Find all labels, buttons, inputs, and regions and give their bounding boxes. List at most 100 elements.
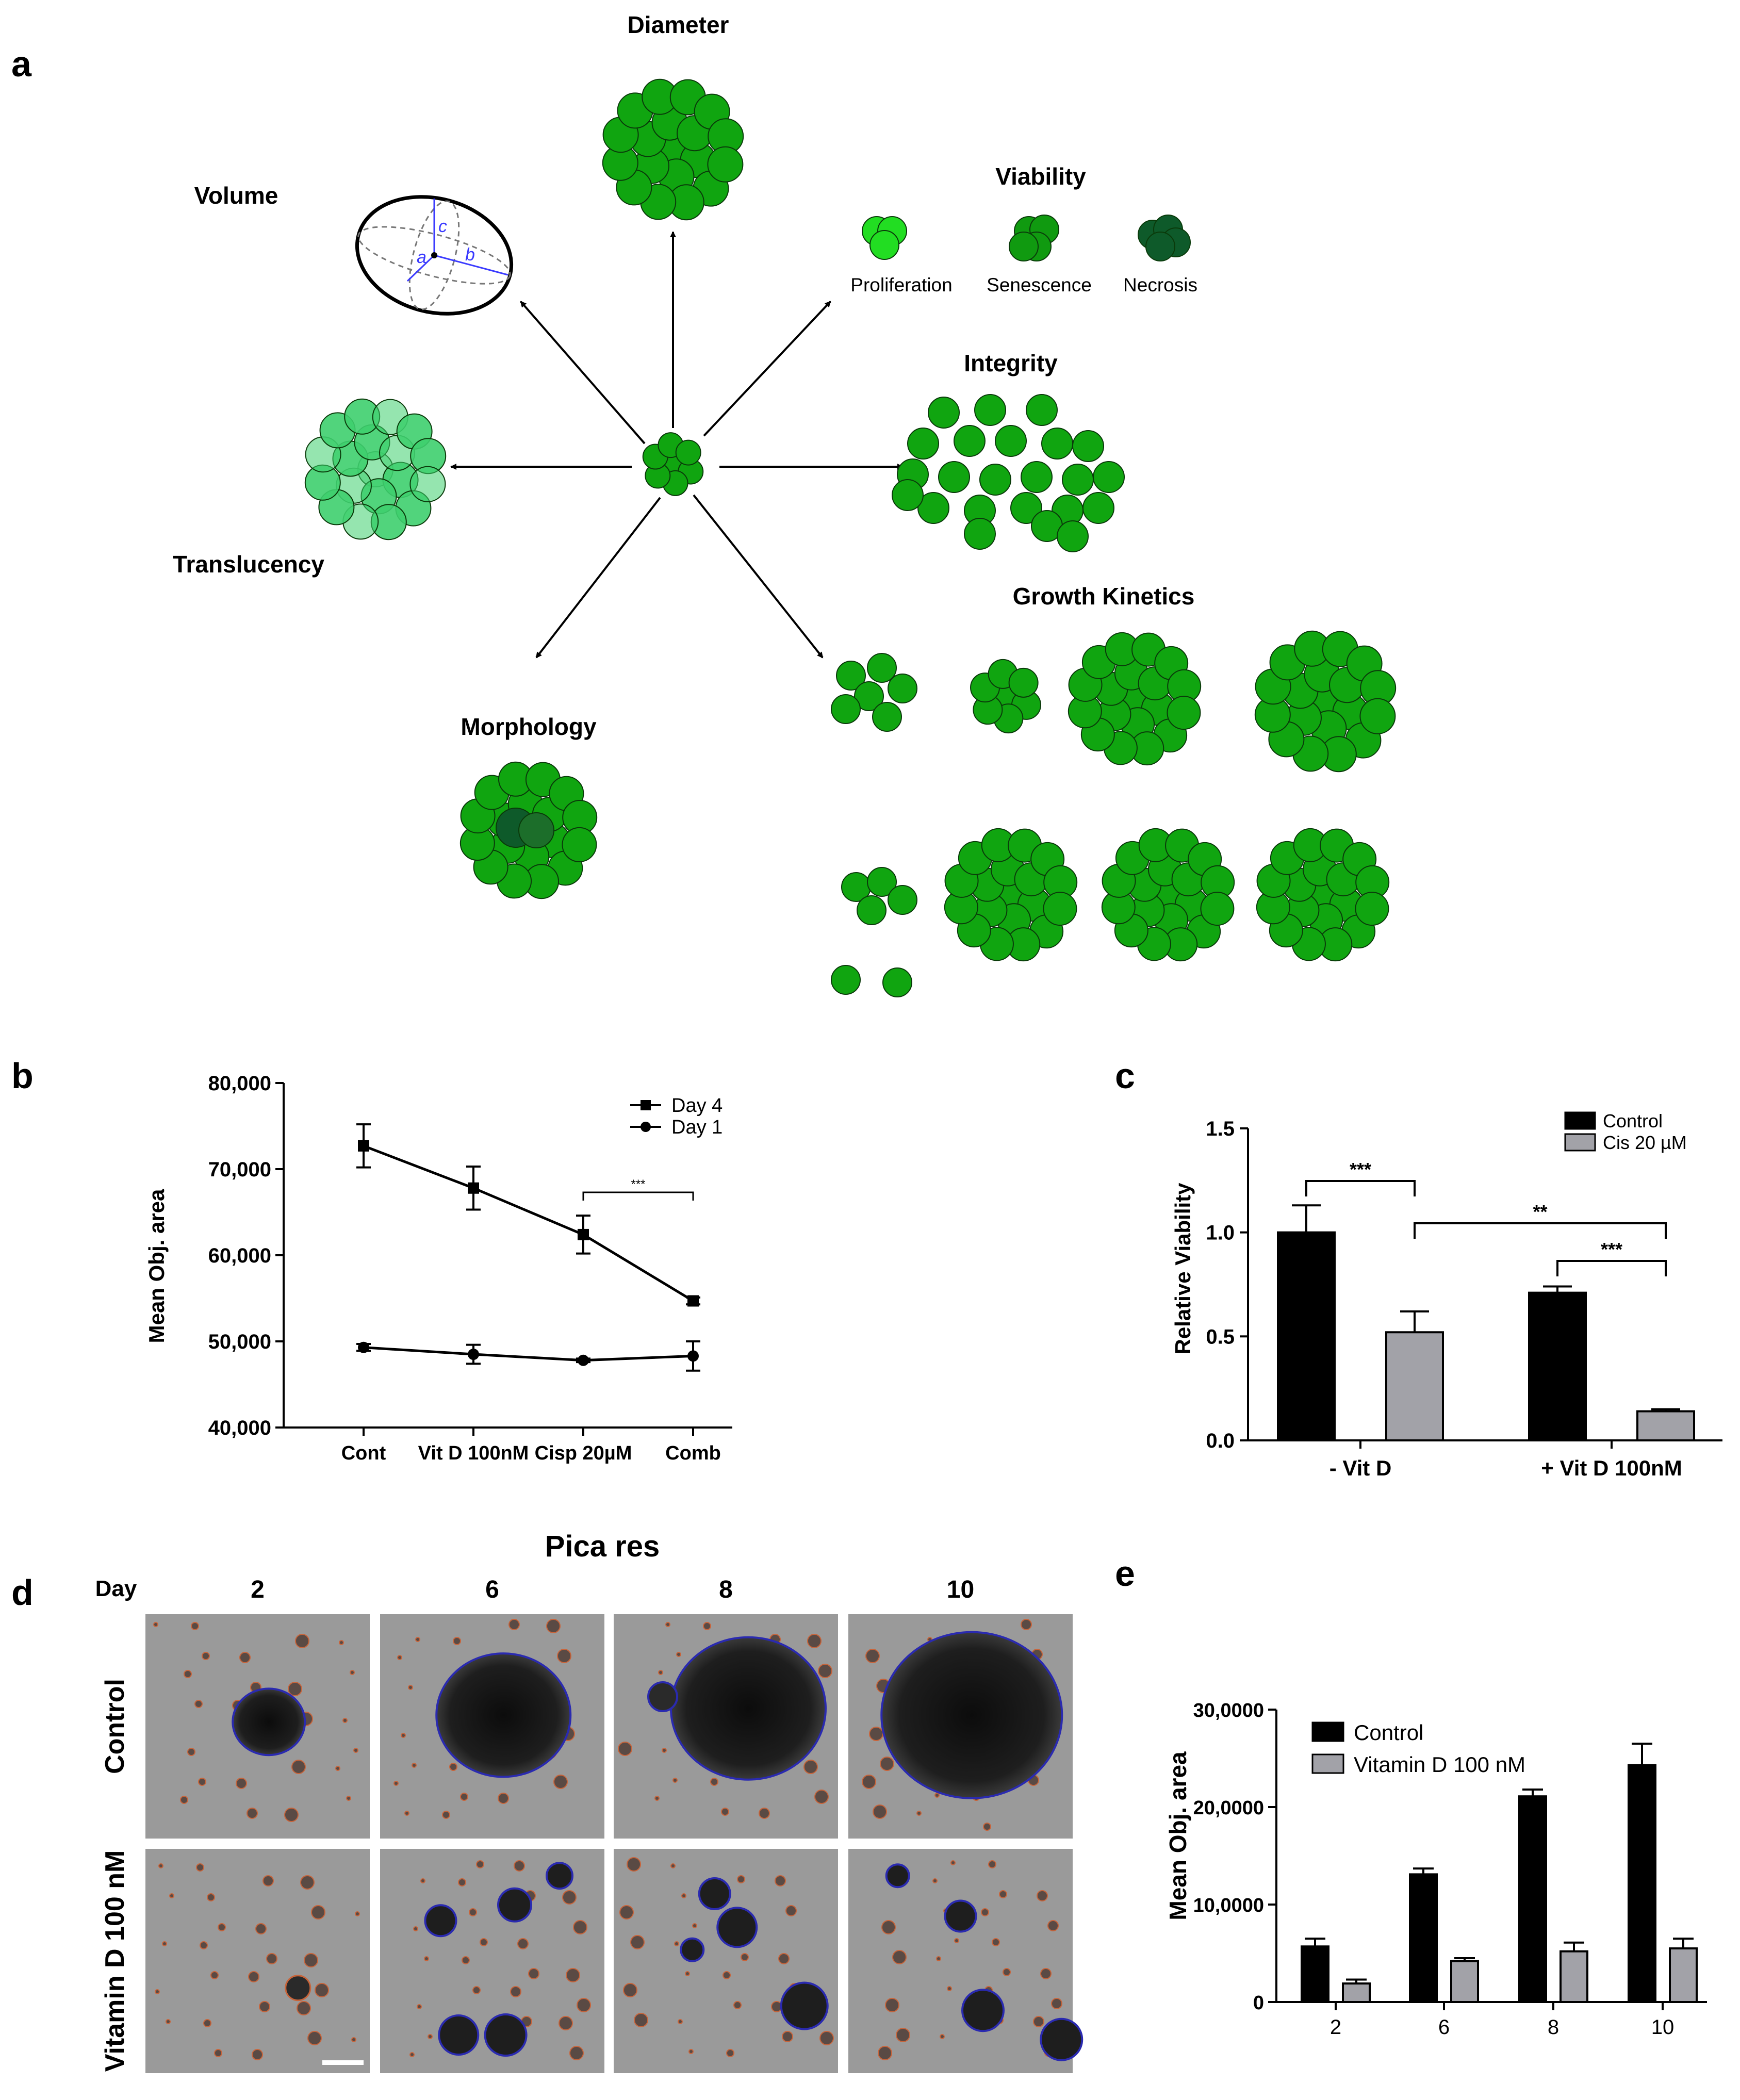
- arrow-morphology: [535, 497, 661, 659]
- e-y-tick-label: 10,0000: [1193, 1895, 1264, 1916]
- center-spheroid: [642, 432, 704, 496]
- e-x-tick-label: 10: [1651, 2016, 1675, 2039]
- growth-spheroid-6: [944, 828, 1078, 962]
- c-bar: [1385, 1331, 1444, 1441]
- b-series-line: [363, 1144, 694, 1302]
- label-morphology: Morphology: [461, 713, 597, 740]
- e-bar: [1628, 1764, 1656, 2003]
- e-ylabel: Mean Obj. area: [1164, 1751, 1191, 1921]
- panel-letter-d: d: [11, 1572, 34, 1613]
- d-row-label: Vitamin D 100 nM: [100, 1850, 130, 2072]
- b-legend-marker: [641, 1100, 651, 1110]
- panel-letter-b: b: [11, 1056, 34, 1096]
- label-integrity: Integrity: [964, 350, 1058, 376]
- c-legend-swatch: [1564, 1111, 1596, 1130]
- c-significance-label: ***: [1350, 1159, 1371, 1180]
- b-point: [578, 1354, 589, 1366]
- ellipsoid-axis-c: c: [438, 217, 447, 236]
- e-bar: [1518, 1795, 1547, 2003]
- b-y-tick-label: 60,000: [208, 1244, 271, 1267]
- label-translucency: Translucency: [173, 551, 324, 578]
- b-point: [358, 1341, 369, 1353]
- growth-spheroid-4: [1254, 630, 1397, 773]
- branch-arrows: [450, 231, 904, 659]
- integrity-cells: [892, 394, 1125, 552]
- label-viability: Viability: [995, 163, 1086, 190]
- b-series-line: [363, 1346, 694, 1362]
- d-row-label: Control: [100, 1679, 130, 1774]
- b-significance-bracket: [582, 1191, 694, 1201]
- c-y-tick-label: 1.5: [1206, 1118, 1235, 1140]
- label-senescence: Senescence: [987, 274, 1092, 296]
- d-micrograph: [848, 1614, 1073, 1839]
- e-legend-swatch: [1311, 1721, 1344, 1742]
- c-legend-label: Cis 20 µM: [1603, 1132, 1687, 1153]
- arrow-growth: [693, 494, 824, 659]
- senescence-cells: [1009, 215, 1059, 261]
- c-significance-bracket: [1305, 1180, 1416, 1196]
- growth-cells-5: [831, 867, 917, 997]
- panel-a: a Diameter Volume Viability Integrity Tr…: [11, 11, 1397, 997]
- e-bar: [1560, 1950, 1588, 2003]
- b-x-tick-label: Cisp 20µM: [535, 1442, 632, 1464]
- d-day-header: 6: [485, 1576, 499, 1603]
- arrow-volume: [520, 301, 646, 445]
- panel-letter-c: c: [1115, 1056, 1135, 1096]
- c-significance-label: ***: [1601, 1239, 1622, 1260]
- label-growth-kinetics: Growth Kinetics: [1013, 583, 1195, 610]
- e-x-tick-label: 6: [1438, 2016, 1450, 2039]
- b-point: [578, 1228, 589, 1240]
- e-bar: [1669, 1947, 1698, 2004]
- b-significance-label: ***: [631, 1177, 645, 1191]
- b-ylabel: Mean Obj. area: [144, 1189, 169, 1343]
- b-x-tick-label: Cont: [341, 1442, 386, 1464]
- d-micrograph: [848, 1849, 1084, 2073]
- e-legend-label: Vitamin D 100 nM: [1354, 1752, 1525, 1777]
- c-y-tick-label: 0.0: [1206, 1430, 1235, 1452]
- translucency-spheroid: [304, 398, 447, 540]
- c-x-tick-label: - Vit D: [1329, 1456, 1392, 1480]
- morphology-spheroid: [459, 761, 598, 899]
- c-significance-bracket: [1414, 1222, 1667, 1239]
- d-day-label: Day: [95, 1576, 137, 1601]
- b-y-tick-label: 80,000: [208, 1072, 271, 1095]
- c-y-tick-label: 0.5: [1206, 1325, 1235, 1348]
- e-y-tick-label: 30,0000: [1193, 1700, 1264, 1721]
- d-micrograph: [145, 1849, 370, 2073]
- ellipsoid-axis-a: a: [417, 248, 426, 267]
- panel-e: e Mean Obj. area 010,000020,000030,00002…: [1115, 1553, 1707, 2039]
- d-micrograph: [380, 1614, 604, 1839]
- label-diameter: Diameter: [628, 11, 729, 38]
- panel-letter-e: e: [1115, 1553, 1135, 1594]
- c-x-tick-label: + Vit D 100nM: [1541, 1456, 1682, 1480]
- growth-cells-1: [831, 653, 917, 732]
- label-volume: Volume: [194, 182, 278, 209]
- growth-spheroid-3: [1068, 632, 1202, 766]
- e-y-tick-label: 20,0000: [1193, 1797, 1264, 1819]
- b-point: [468, 1182, 479, 1194]
- d-micrograph: [614, 1614, 838, 1839]
- necrosis-cells: [1138, 215, 1191, 261]
- label-necrosis: Necrosis: [1123, 274, 1197, 296]
- b-x-tick-label: Vit D 100nM: [418, 1442, 529, 1464]
- growth-spheroid-8: [1256, 828, 1390, 962]
- panel-c: c Relative Viability 0.00.51.01.5- Vit D…: [1115, 1056, 1722, 1480]
- b-legend-marker: [641, 1122, 651, 1132]
- b-legend-label: Day 1: [671, 1117, 723, 1138]
- c-bar: [1277, 1231, 1336, 1442]
- b-x-tick-label: Comb: [665, 1442, 721, 1464]
- e-bar: [1450, 1960, 1479, 2004]
- b-point: [687, 1295, 699, 1307]
- b-y-tick-label: 70,000: [208, 1158, 271, 1181]
- label-proliferation: Proliferation: [850, 274, 952, 296]
- panel-b: b Mean Obj. area 40,00050,00060,00070,00…: [11, 1056, 732, 1464]
- d-title: Pica res: [545, 1530, 660, 1563]
- d-day-header: 2: [251, 1576, 265, 1603]
- c-y-tick-label: 1.0: [1206, 1222, 1235, 1244]
- c-significance-label: **: [1533, 1201, 1547, 1222]
- d-day-header: 10: [947, 1576, 974, 1603]
- b-legend-label: Day 4: [671, 1095, 723, 1117]
